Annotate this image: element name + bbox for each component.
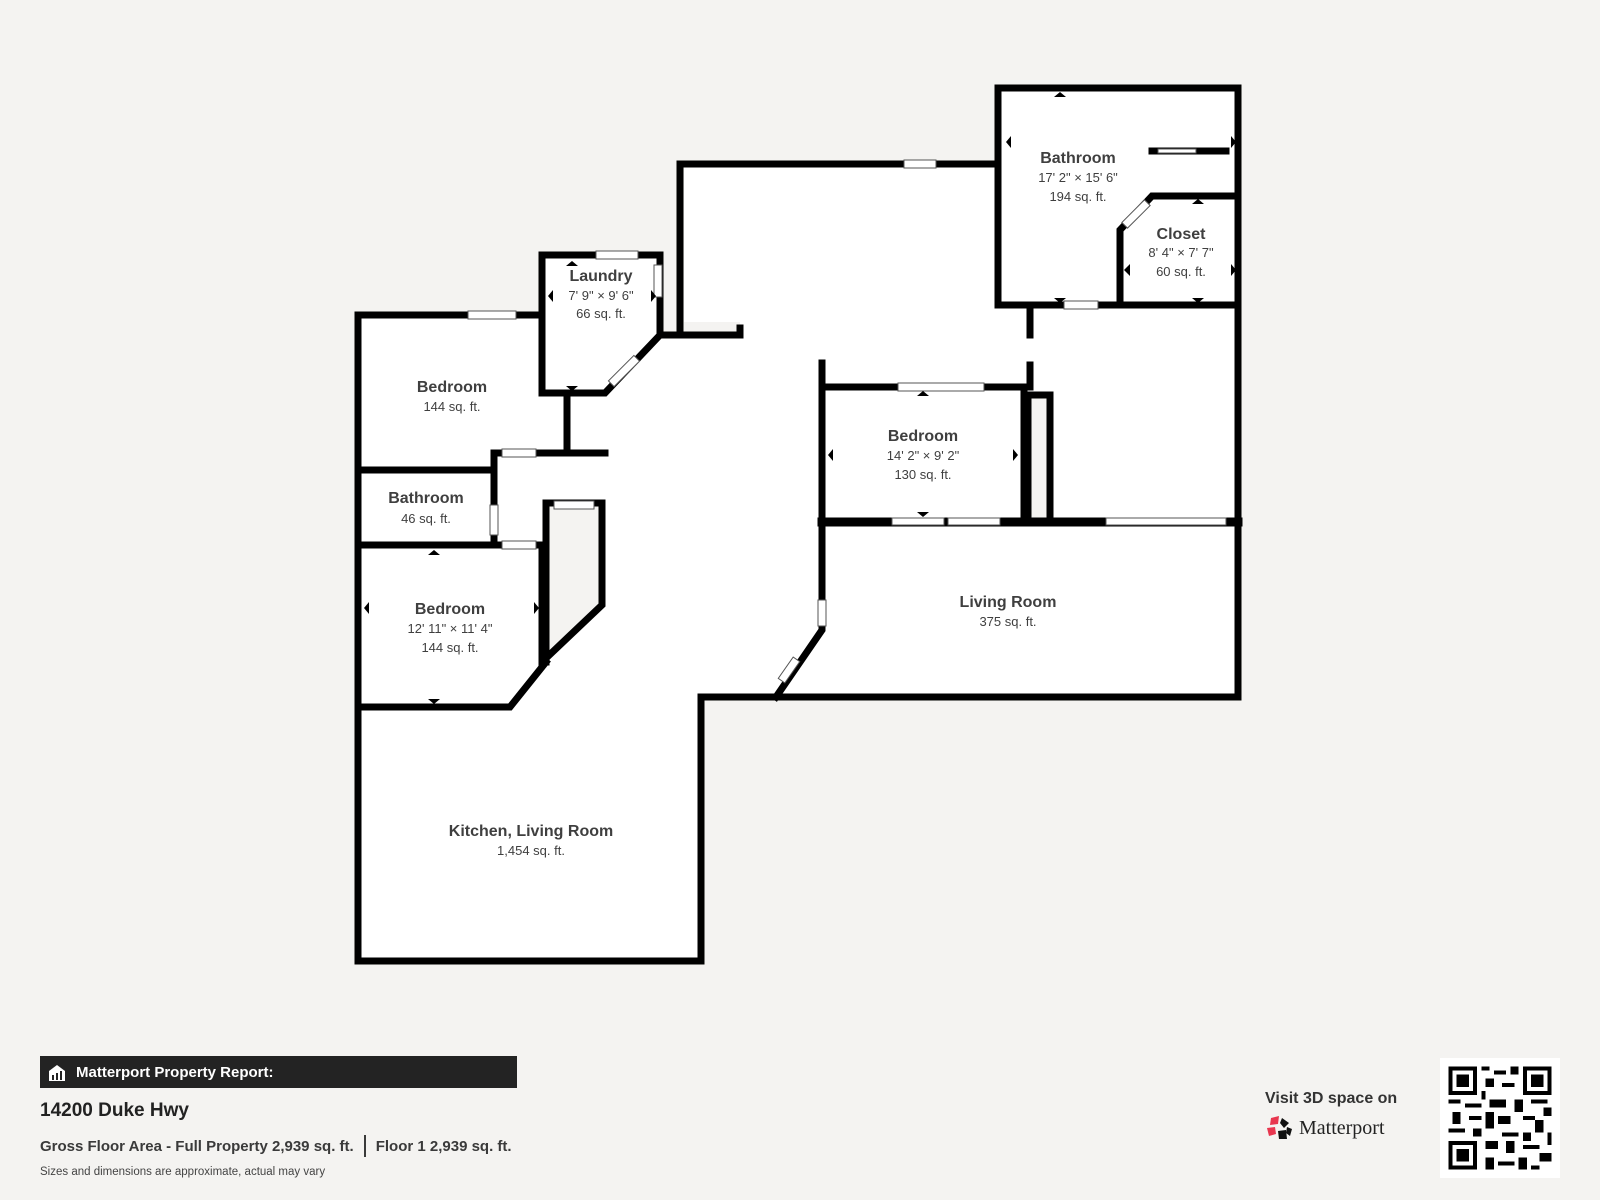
qr-code[interactable] bbox=[1440, 1058, 1560, 1178]
floor-1-area: Floor 1 2,939 sq. ft. bbox=[375, 1137, 512, 1155]
room-name-laundry: Laundry bbox=[569, 268, 632, 285]
visit-3d-link[interactable]: Visit 3D space on Matterport bbox=[1265, 1090, 1425, 1142]
dimension-markers bbox=[364, 92, 1236, 704]
room-area-bathroom-master: 194 sq. ft. bbox=[1049, 189, 1106, 204]
room-dims-laundry: 7' 9" × 9' 6" bbox=[568, 288, 634, 303]
room-name-closet: Closet bbox=[1157, 226, 1207, 243]
room-area-closet: 60 sq. ft. bbox=[1156, 264, 1206, 279]
room-labels: Bathroom 17' 2" × 15' 6" 194 sq. ft. Clo… bbox=[388, 150, 1214, 858]
matterport-wordmark: Matterport bbox=[1299, 1116, 1385, 1139]
report-title: Matterport Property Report: bbox=[76, 1063, 274, 1081]
room-name-living-room: Living Room bbox=[960, 594, 1057, 611]
windows bbox=[467, 148, 1227, 684]
room-area-kitchen-living: 1,454 sq. ft. bbox=[497, 843, 565, 858]
report-header: Matterport Property Report: bbox=[40, 1056, 517, 1088]
room-name-bedroom-2: Bedroom bbox=[415, 601, 485, 618]
room-name-bathroom-master: Bathroom bbox=[1040, 150, 1116, 167]
disclaimer: Sizes and dimensions are approximate, ac… bbox=[40, 1166, 326, 1178]
area-summary: Gross Floor Area - Full Property 2,939 s… bbox=[40, 1135, 512, 1157]
matterport-logo: Matterport bbox=[1265, 1114, 1425, 1142]
room-area-bedroom-1: 144 sq. ft. bbox=[423, 399, 480, 414]
room-area-bedroom-2: 144 sq. ft. bbox=[421, 640, 478, 655]
building-chart-icon bbox=[48, 1062, 68, 1082]
room-area-laundry: 66 sq. ft. bbox=[576, 306, 626, 321]
room-name-bathroom-small: Bathroom bbox=[388, 490, 464, 507]
matterport-logo-icon bbox=[1267, 1116, 1292, 1139]
room-area-bathroom-small: 46 sq. ft. bbox=[401, 511, 451, 526]
gross-floor-area: Gross Floor Area - Full Property 2,939 s… bbox=[40, 1137, 354, 1155]
area-divider bbox=[363, 1135, 366, 1157]
room-area-living-room: 375 sq. ft. bbox=[979, 614, 1036, 629]
room-name-bedroom-1: Bedroom bbox=[417, 379, 487, 396]
room-dims-closet: 8' 4" × 7' 7" bbox=[1148, 245, 1214, 260]
exterior-cutouts bbox=[546, 164, 1048, 662]
room-dims-bedroom-2: 12' 11" × 11' 4" bbox=[408, 621, 493, 636]
room-name-bedroom-3: Bedroom bbox=[888, 428, 958, 445]
room-name-kitchen-living: Kitchen, Living Room bbox=[449, 823, 613, 840]
room-dims-bedroom-3: 14' 2" × 9' 2" bbox=[887, 448, 960, 463]
property-address: 14200 Duke Hwy bbox=[40, 1100, 189, 1121]
visit-text: Visit 3D space on bbox=[1265, 1090, 1398, 1107]
room-dims-bathroom-master: 17' 2" × 15' 6" bbox=[1038, 170, 1118, 185]
room-area-bedroom-3: 130 sq. ft. bbox=[894, 467, 951, 482]
